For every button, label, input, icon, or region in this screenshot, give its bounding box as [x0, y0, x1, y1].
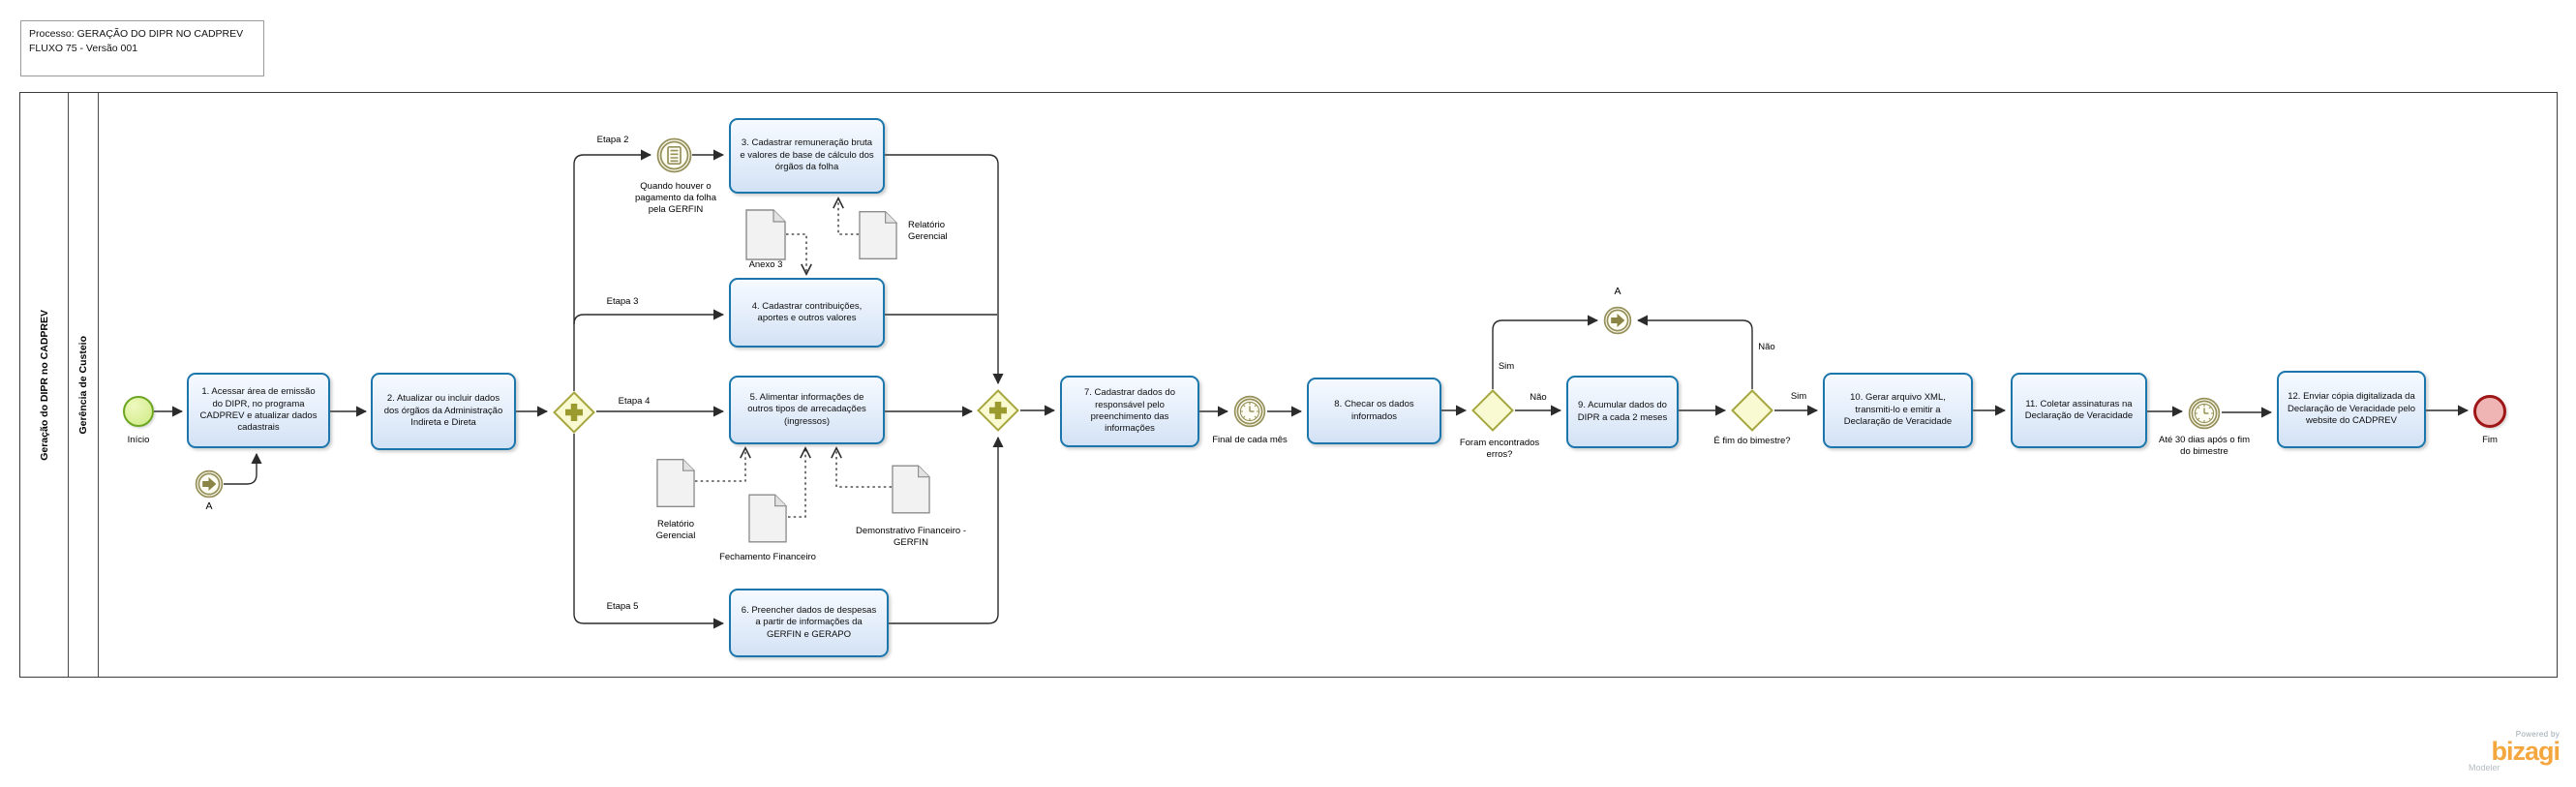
link-arrow-icon — [195, 469, 224, 499]
document-icon — [892, 465, 930, 514]
edge-label-sim-errors: Sim — [1498, 361, 1515, 372]
task-label: 11. Coletar assinaturas na Declaração de… — [2024, 398, 2134, 421]
document-anexo-3[interactable] — [745, 209, 786, 265]
document-demonstrativo-financeiro[interactable] — [892, 464, 930, 520]
flow-bimester-nao-to-linkA — [1636, 315, 1753, 389]
assoc-demonstrativo-to-task5 — [836, 449, 892, 488]
flow-errors-sim-to-linkA — [1492, 315, 1599, 389]
clock-icon — [1233, 395, 1266, 428]
gateway-errors-label: Foram encontrados erros? — [1459, 438, 1540, 460]
process-title: Processo: GERAÇÃO DO DIPR NO CADPREV — [29, 28, 244, 40]
document-relatorio-gerencial-bottom-label: Relatório Gerencial — [655, 519, 696, 541]
modeler-text: Modeler — [2469, 763, 2500, 772]
assoc-relatorio-to-task3 — [838, 199, 859, 235]
task-label: 7. Cadastrar dados do responsável pelo p… — [1083, 387, 1175, 435]
conditional-event[interactable] — [656, 137, 692, 178]
end-event[interactable] — [2473, 395, 2506, 428]
flow-etapa5 — [573, 434, 725, 629]
document-relatorio-gerencial-top[interactable] — [859, 210, 897, 265]
powered-by-text: Powered by — [2515, 730, 2560, 739]
link-arrow-icon — [1603, 306, 1632, 335]
edge-label-etapa3: Etapa 3 — [606, 296, 639, 307]
edge-label-nao-errors: Não — [1530, 392, 1547, 403]
gateway-errors[interactable] — [1471, 389, 1514, 437]
task-label: 1. Acessar área de emissão do DIPR, no p… — [199, 386, 318, 434]
task-label: 9. Acumular dados do DIPR a cada 2 meses — [1577, 400, 1668, 423]
task-6-preencher-despesas[interactable]: 6. Preencher dados de despesas a partir … — [729, 589, 889, 657]
document-fechamento-financeiro[interactable] — [748, 493, 787, 549]
exclusive-gateway-icon — [1471, 389, 1514, 432]
document-relatorio-gerencial-bottom[interactable] — [656, 458, 695, 513]
gateway-bimester-label: É fim do bimestre? — [1713, 436, 1791, 446]
timer-event-month[interactable] — [1233, 395, 1266, 433]
task-label: 12. Enviar cópia digitalizada da Declara… — [2287, 391, 2416, 427]
document-demonstrativo-financeiro-label: Demonstrativo Financeiro - GERFIN — [855, 526, 967, 548]
start-event-label: Início — [127, 435, 150, 445]
conditional-event-label: Quando houver o pagamento da folha pela … — [635, 181, 716, 215]
task-4-cadastrar-contribuicoes[interactable]: 4. Cadastrar contribuições, aportes e ou… — [729, 278, 885, 348]
document-anexo-3-label: Anexo 3 — [748, 259, 783, 270]
task-label: 4. Cadastrar contribuições, aportes e ou… — [751, 300, 863, 323]
edge-label-sim-bimester: Sim — [1790, 391, 1807, 402]
assoc-anexo3-to-task4 — [786, 233, 806, 273]
document-icon — [748, 494, 787, 543]
timer-event-month-label: Final de cada mês — [1212, 435, 1288, 445]
flow-etapa2 — [573, 149, 652, 391]
exclusive-gateway-icon — [1731, 389, 1773, 432]
gateway-parallel-split[interactable] — [553, 391, 595, 439]
start-event[interactable] — [123, 396, 154, 427]
document-fechamento-financeiro-label: Fechamento Financeiro — [719, 552, 816, 562]
lane-name-strip: Gerência de Custeio — [69, 93, 99, 677]
timer-event-30-days[interactable] — [2188, 397, 2221, 435]
conditional-list-icon — [656, 137, 692, 173]
task-label: 8. Checar os dados informados — [1334, 399, 1414, 422]
link-event-a-catch[interactable] — [195, 469, 224, 503]
process-version: FLUXO 75 - Versão 001 — [29, 43, 138, 55]
clock-icon — [2188, 397, 2221, 430]
flow-linkA-to-task1 — [224, 452, 262, 485]
task-label: 2. Atualizar ou incluir dados dos órgãos… — [383, 393, 503, 429]
task-label: 10. Gerar arquivo XML, transmiti-lo e em… — [1843, 392, 1953, 428]
parallel-plus-icon — [553, 391, 595, 434]
task-11-coletar-assinaturas[interactable]: 11. Coletar assinaturas na Declaração de… — [2011, 373, 2147, 448]
document-relatorio-gerencial-top-label: Relatório Gerencial — [908, 220, 948, 242]
task-label: 6. Preencher dados de despesas a partir … — [741, 604, 877, 640]
link-event-a-throw-label: A — [1614, 286, 1621, 297]
task-7-cadastrar-responsavel[interactable]: 7. Cadastrar dados do responsável pelo p… — [1060, 376, 1199, 447]
assoc-relatorio2-to-task5 — [695, 449, 745, 482]
edge-label-nao-bimester: Não — [1758, 342, 1775, 352]
bizagi-logo: Powered by bizagi Modeler — [2463, 730, 2561, 772]
task-9-acumular-dados[interactable]: 9. Acumular dados do DIPR a cada 2 meses — [1566, 376, 1679, 448]
link-event-a-throw[interactable] — [1603, 306, 1632, 340]
task-label: 3. Cadastrar remuneração bruta e valores… — [740, 137, 874, 173]
bizagi-brand-text: bizagi — [2491, 737, 2561, 766]
document-icon — [859, 211, 897, 259]
pool-name-strip: Geração do DIPR no CADPREV — [20, 93, 69, 677]
task-1-acessar-emissao-dipr[interactable]: 1. Acessar área de emissão do DIPR, no p… — [187, 373, 330, 448]
flow-task6-to-join — [889, 436, 1004, 624]
edge-label-etapa2: Etapa 2 — [596, 135, 629, 145]
task-2-atualizar-incluir-dados[interactable]: 2. Atualizar ou incluir dados dos órgãos… — [371, 373, 516, 450]
end-event-label: Fim — [2482, 435, 2498, 445]
process-header-box: Processo: GERAÇÃO DO DIPR NO CADPREV FLU… — [20, 20, 264, 76]
edge-label-etapa4: Etapa 4 — [618, 396, 651, 407]
task-5-alimentar-informacoes[interactable]: 5. Alimentar informações de outros tipos… — [729, 376, 885, 444]
assoc-fechamento-to-task5 — [788, 449, 805, 518]
edge-label-etapa5: Etapa 5 — [606, 601, 639, 612]
task-3-cadastrar-remuneracao[interactable]: 3. Cadastrar remuneração bruta e valores… — [729, 118, 885, 194]
task-10-gerar-xml[interactable]: 10. Gerar arquivo XML, transmiti-lo e em… — [1823, 373, 1973, 448]
flow-etapa3 — [573, 309, 725, 325]
timer-event-30-days-label: Até 30 dias após o fim do bimestre — [2159, 435, 2250, 457]
task-label: 5. Alimentar informações de outros tipos… — [747, 391, 866, 427]
gateway-parallel-join[interactable] — [977, 389, 1019, 437]
task-12-enviar-copia[interactable]: 12. Enviar cópia digitalizada da Declara… — [2277, 371, 2426, 448]
document-icon — [745, 209, 786, 260]
parallel-plus-icon — [977, 389, 1019, 432]
flow-task3-to-join — [885, 154, 1004, 385]
link-event-a-catch-label: A — [205, 500, 213, 512]
document-icon — [656, 459, 695, 507]
gateway-bimester[interactable] — [1731, 389, 1773, 437]
task-8-checar-dados[interactable]: 8. Checar os dados informados — [1307, 378, 1441, 444]
